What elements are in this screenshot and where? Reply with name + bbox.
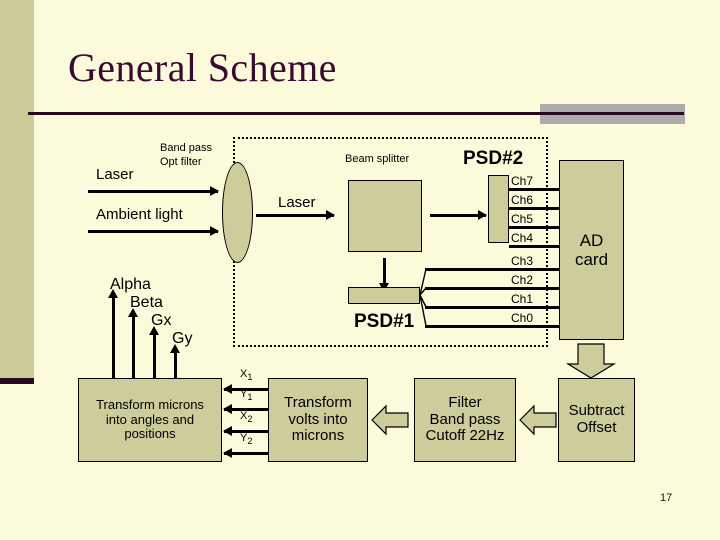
title-divider-rule: [28, 112, 684, 115]
signal-label-x1: X1: [240, 368, 253, 383]
channel-label-ch4: Ch4: [511, 231, 534, 245]
ambient-light-label: Ambient light: [96, 206, 183, 223]
subtract-offset-line2: Offset: [576, 419, 617, 436]
transform-microns-line3: positions: [124, 426, 176, 442]
channel-label-ch6: Ch6: [511, 193, 534, 207]
splitter-to-psd1-arrow: [379, 258, 389, 292]
channel-label-ch2: Ch2: [511, 273, 534, 287]
laser-to-splitter-arrow: [256, 210, 335, 220]
left-accent-band: [0, 0, 34, 378]
transform-microns-line2: into angles and: [105, 411, 195, 427]
signal-arrow-x2: [223, 426, 268, 436]
band-pass-label-line1: Band pass: [160, 142, 212, 154]
beam-splitter-label: Beam splitter: [345, 153, 410, 165]
transform-microns-box: Transform microns into angles and positi…: [78, 378, 222, 462]
channel-label-ch5: Ch5: [511, 212, 534, 226]
subtract-offset-line1: Subtract: [568, 402, 625, 420]
splitter-to-psd2-arrow: [430, 210, 487, 220]
page-title: General Scheme: [68, 45, 337, 90]
left-accent-underline: [0, 378, 34, 384]
ad-card-line2: card: [574, 250, 609, 269]
signal-label-x2: X2: [240, 410, 253, 425]
transform-volts-line1: Transform: [284, 393, 352, 411]
laser-mid-label: Laser: [278, 194, 316, 211]
signal-label-y1: Y1: [240, 388, 253, 403]
transform-volts-line3: microns: [291, 427, 345, 445]
subtract-offset-box: Subtract Offset: [558, 378, 635, 462]
psd2-sensor: [488, 175, 509, 243]
beam-splitter-box: [348, 180, 422, 252]
output-arrow-alpha: [108, 289, 118, 378]
psd1-sensor: [348, 287, 420, 304]
channel-arrow-ch2: [425, 283, 568, 293]
band-pass-optical-filter-lens: [222, 162, 253, 263]
output-label-gy: Gy: [172, 330, 193, 347]
signal-label-y2: Y2: [240, 432, 253, 447]
channel-label-ch0: Ch0: [511, 311, 534, 325]
transform-volts-line2: volts into: [288, 410, 348, 428]
transform-microns-line1: Transform microns: [96, 397, 204, 413]
signal-arrow-y2: [223, 448, 268, 458]
band-pass-label-line2: Opt filter: [160, 156, 202, 168]
output-label-gx: Gx: [151, 312, 172, 329]
transform-volts-box: Transform volts into microns: [268, 378, 368, 462]
ad-card-box: AD card: [559, 160, 624, 340]
channel-label-ch3: Ch3: [511, 254, 534, 268]
channel-arrow-ch1: [425, 302, 568, 312]
psd2-label: PSD#2: [463, 148, 524, 169]
signal-arrow-y1: [223, 404, 268, 414]
ad-card-line1: AD: [579, 230, 604, 250]
output-arrow-gx: [149, 326, 159, 378]
channel-arrow-ch0: [425, 321, 568, 331]
filter-line3: Cutoff 22Hz: [425, 427, 505, 445]
page-number: 17: [660, 492, 673, 504]
signal-arrow-x1: [223, 384, 268, 394]
output-arrow-beta: [128, 308, 138, 378]
output-label-alpha: Alpha: [110, 276, 151, 293]
channel-label-ch7: Ch7: [511, 174, 534, 188]
output-arrow-gy: [170, 344, 180, 378]
laser-input-arrow: [88, 186, 219, 196]
filter-box: Filter Band pass Cutoff 22Hz: [414, 378, 516, 462]
filter-line1: Filter: [448, 393, 482, 411]
laser-input-label: Laser: [96, 166, 134, 183]
ambient-light-arrow: [88, 226, 219, 236]
channel-arrow-ch3: [425, 264, 568, 274]
channel-label-ch1: Ch1: [511, 292, 534, 306]
psd1-label: PSD#1: [354, 311, 415, 332]
output-label-beta: Beta: [130, 294, 163, 311]
filter-line2: Band pass: [429, 410, 501, 428]
